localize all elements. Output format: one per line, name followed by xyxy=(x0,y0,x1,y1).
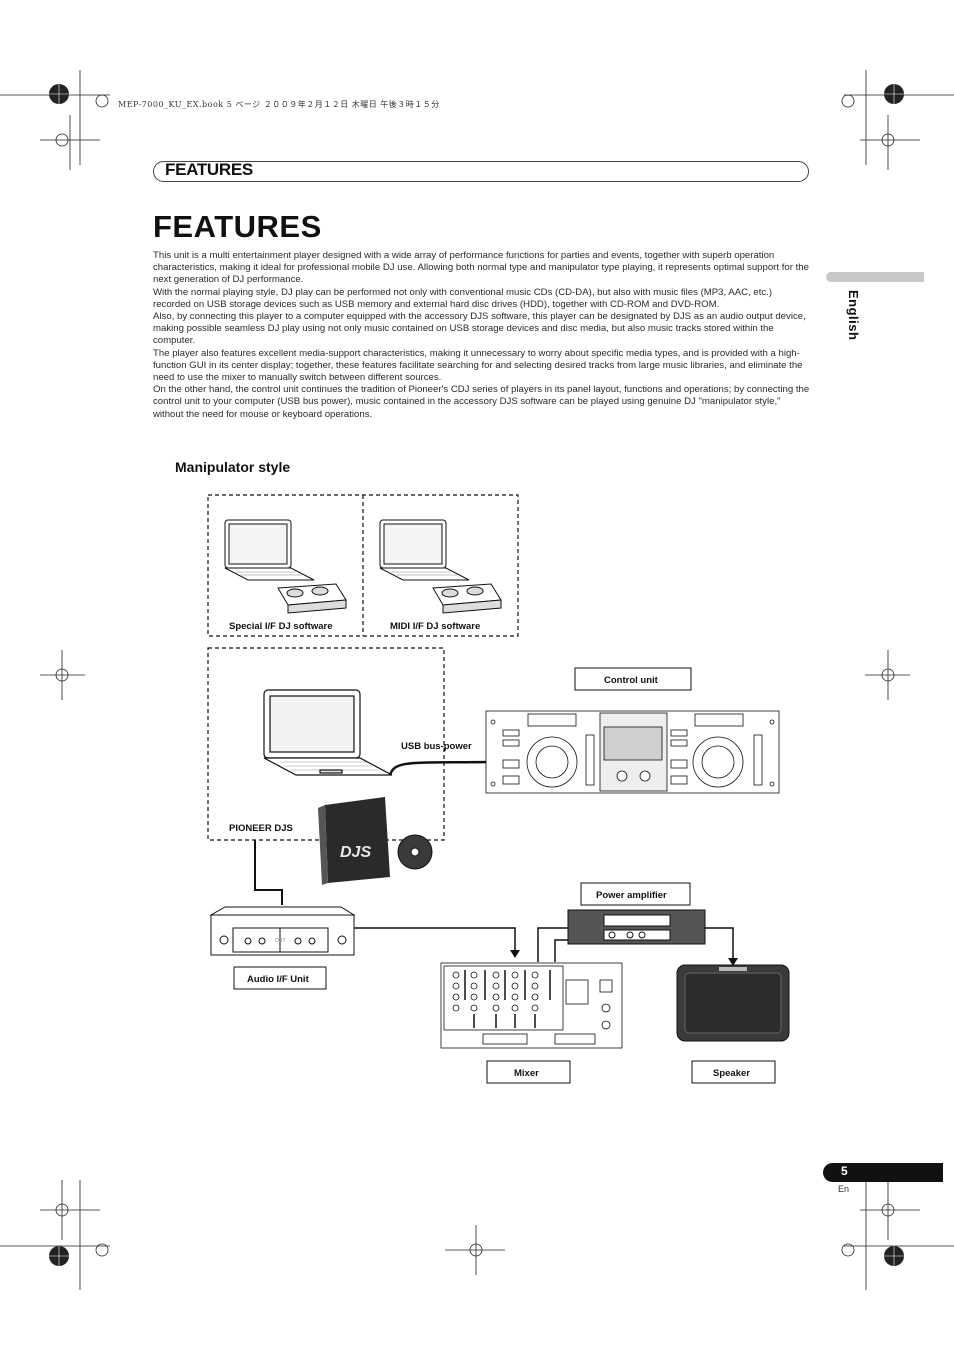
mixer-icon xyxy=(440,962,623,1049)
body-text: This unit is a multi entertainment playe… xyxy=(153,250,810,421)
subheading: Manipulator style xyxy=(175,459,291,475)
laptop-icon xyxy=(224,519,315,581)
page-language: En xyxy=(838,1184,850,1194)
language-tab xyxy=(826,272,924,282)
mixer-label-box xyxy=(486,1060,571,1084)
controller-icon xyxy=(432,583,502,614)
paragraph: With the normal playing style, DJ play c… xyxy=(153,286,773,310)
out-label: OUT xyxy=(275,938,286,944)
audio-if-unit-icon xyxy=(209,906,356,956)
speaker-icon xyxy=(676,964,790,1042)
speaker-label: Speaker xyxy=(713,1068,750,1079)
djs-logo: DJS xyxy=(340,844,371,861)
speaker-label-box xyxy=(691,1060,776,1084)
control-unit-label-box xyxy=(574,667,692,691)
pioneer-djs-label: PIONEER DJS xyxy=(229,823,293,834)
print-meta-line: MEP-7000_KU_EX.book 5 ページ ２００９年２月１２日 木曜日… xyxy=(118,100,440,109)
control-unit-icon xyxy=(485,710,780,794)
page-number-pill xyxy=(823,1163,943,1182)
special-if-label: Special I/F DJ software xyxy=(229,621,332,632)
laptop-icon xyxy=(263,689,393,776)
paragraph: Also, by connecting this player to a com… xyxy=(153,311,806,347)
power-amplifier-label-box xyxy=(580,882,691,906)
djs-software-box-icon: DJS xyxy=(318,797,433,885)
section-header-label: FEATURES xyxy=(165,160,253,179)
laptop-icon xyxy=(379,519,470,581)
mixer-label: Mixer xyxy=(514,1068,539,1079)
midi-if-label: MIDI I/F DJ software xyxy=(390,621,480,632)
paragraph: This unit is a multi entertainment playe… xyxy=(153,250,809,286)
audio-if-label: Audio I/F Unit xyxy=(247,974,310,985)
page-number: 5 xyxy=(841,1164,848,1178)
controller-icon xyxy=(277,583,347,614)
control-unit-label: Control unit xyxy=(604,675,659,686)
power-amplifier-icon xyxy=(567,909,706,945)
audio-if-label-box xyxy=(233,966,327,990)
power-amplifier-label: Power amplifier xyxy=(596,890,667,901)
page-title: FEATURES xyxy=(153,209,322,244)
section-header-bar xyxy=(153,161,809,182)
paragraph: The player also features excellent media… xyxy=(153,347,803,384)
language-label: English xyxy=(846,290,861,341)
usb-bus-power-label: USB bus-power xyxy=(401,741,472,752)
paragraph: On the other hand, the control unit cont… xyxy=(153,384,810,420)
